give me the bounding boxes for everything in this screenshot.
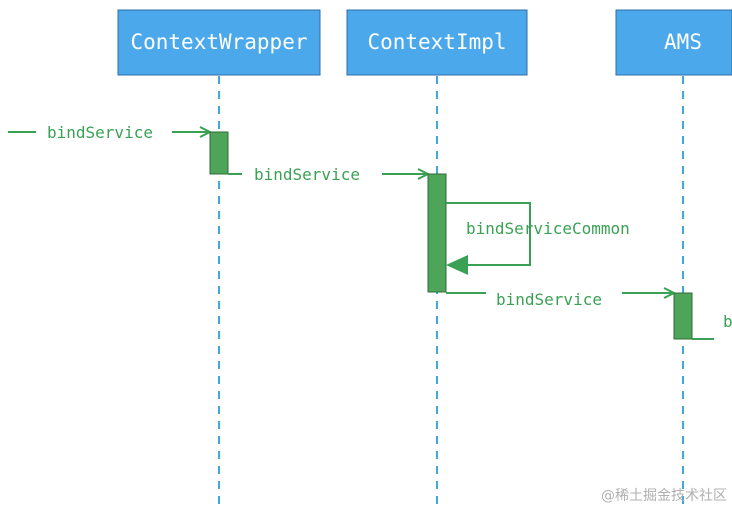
participant-label: ContextWrapper — [130, 30, 307, 54]
message-label: bindService — [254, 165, 360, 184]
participant-label: AMS — [664, 30, 702, 54]
watermark: @稀土掘金技术社区 — [601, 488, 727, 504]
message-label: bindService — [496, 290, 602, 309]
activation-ams — [673, 292, 693, 340]
message-4: bindService — [446, 290, 674, 309]
message-1: bindService — [8, 123, 210, 142]
message-label: bindService — [47, 123, 153, 142]
message-5: b — [692, 312, 732, 340]
participant-label: ContextImpl — [367, 30, 506, 54]
participant-ams: AMS — [615, 9, 732, 76]
participant-context-impl: ContextImpl — [346, 9, 528, 76]
message-3: bindServiceCommon — [446, 202, 630, 275]
message-2: bindService — [228, 165, 428, 184]
activation-context-wrapper — [209, 131, 229, 175]
message-label: bindServiceCommon — [466, 219, 630, 238]
message-line — [446, 202, 531, 266]
participant-context-wrapper: ContextWrapper — [117, 9, 321, 76]
activation-context-impl — [427, 173, 447, 293]
message-arrow — [446, 255, 468, 275]
message-label: b — [723, 312, 732, 331]
